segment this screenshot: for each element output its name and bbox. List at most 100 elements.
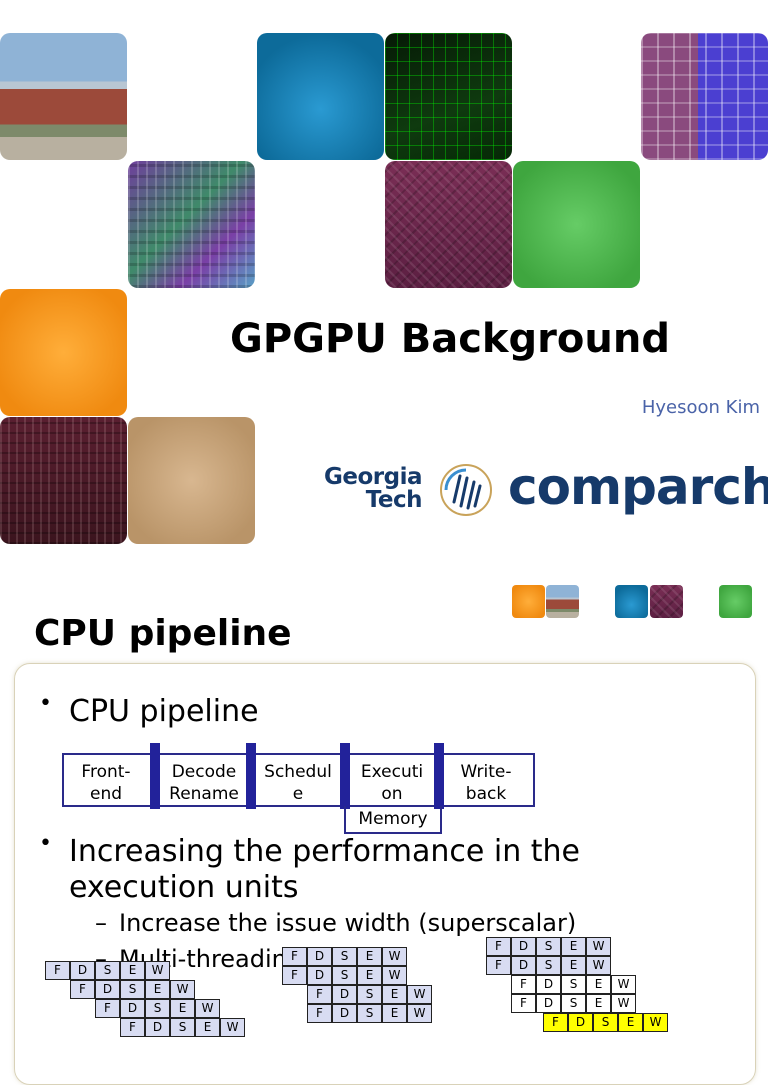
pipeline-stage-cell: W (145, 961, 170, 980)
blue-tile (257, 33, 384, 160)
purple-die-image (128, 161, 255, 288)
author-name: Hyesoon Kim (641, 397, 760, 418)
bullet-2-text: Increasing the performance in the (69, 834, 580, 869)
pipeline-stage-cell: E (586, 975, 611, 994)
mini-die-image (650, 585, 683, 618)
logo-line1: Georgia (324, 464, 423, 490)
pipeline-stage-cell: E (357, 947, 382, 966)
content-panel: • CPU pipeline • Increasing the performa… (14, 663, 756, 1085)
pipeline-stage-cell: S (332, 966, 357, 985)
pipeline-stage-cell: D (307, 947, 332, 966)
pipeline-stage-cell: D (332, 1004, 357, 1023)
orange-tile (0, 289, 127, 416)
pipeline-stage-cell: E (357, 966, 382, 985)
pipeline-stage-cell: S (536, 937, 561, 956)
pipeline-stage-cell: D (568, 1013, 593, 1032)
pipeline-stage-cell: S (145, 999, 170, 1018)
pipeline-stage-cell: F (120, 1018, 145, 1037)
stage-label-line2: on (381, 784, 403, 804)
pipeline-stage-cell: F (282, 966, 307, 985)
pipeline-stage-cell: D (511, 937, 536, 956)
bullet-dot-1: • (39, 691, 52, 716)
pipeline-stage-cell: D (536, 994, 561, 1013)
memory-box: Memory (344, 806, 442, 834)
comparch-logo-text: comparch (508, 458, 768, 516)
stage-label-line2: back (465, 784, 507, 804)
pipeline-stage-cell: F (543, 1013, 568, 1032)
stage-schedule: Schedul e (256, 761, 340, 805)
green-die-image (385, 33, 512, 160)
stage-label-line1: Front- (81, 762, 131, 782)
mini-orange-tile (512, 585, 545, 618)
pipeline-stage-cell: F (282, 947, 307, 966)
subbullet-1-text: Increase the issue width (superscalar) (119, 909, 577, 937)
pipeline-stage-cell: E (382, 1004, 407, 1023)
stage-label-line1: Executi (360, 762, 424, 782)
pipeline-stage-cell: F (511, 994, 536, 1013)
pipeline-stage-cell: F (511, 975, 536, 994)
pipeline-stage-cell: F (70, 980, 95, 999)
pipeline-stage-cell: S (561, 994, 586, 1013)
pipeline-stage-cell: W (220, 1018, 245, 1037)
pipeline-stage-cell: E (382, 985, 407, 1004)
maroon-die-image (385, 161, 512, 288)
pipeline-stage-cell: S (95, 961, 120, 980)
stage-execution: Executi on (350, 761, 434, 805)
stage-label-line2: Rename (169, 784, 239, 804)
pipeline-stage-cell: F (307, 985, 332, 1004)
logo-line2: Tech (365, 487, 423, 513)
tan-tile (128, 417, 255, 544)
pipeline-stage-cell: E (561, 956, 586, 975)
pipeline-stage-cell: W (382, 966, 407, 985)
pipeline-stage-cell: W (611, 975, 636, 994)
pipeline-stage-cell: D (70, 961, 95, 980)
pipeline-stage-cell: S (170, 1018, 195, 1037)
stage-label-line1: Decode (171, 762, 237, 782)
pipeline-stage-cell: S (593, 1013, 618, 1032)
pipeline-stage-cell: D (307, 966, 332, 985)
pipeline-stage-cell: E (618, 1013, 643, 1032)
pipeline-stage-cell: S (357, 985, 382, 1004)
pipeline-stage-cell: W (407, 1004, 432, 1023)
pipeline-stage-cell: W (382, 947, 407, 966)
pipeline-stage-cell: E (586, 994, 611, 1013)
stage-frontend: Front- end (64, 761, 148, 805)
pipeline-latch (434, 743, 444, 809)
mini-green-tile (719, 585, 752, 618)
pipeline-latch (246, 743, 256, 809)
pipeline-latch (150, 743, 160, 809)
pipeline-stage-cell: S (561, 975, 586, 994)
pipeline-stage-cell: W (407, 985, 432, 1004)
pipeline-stage-cell: S (332, 947, 357, 966)
georgia-tech-logo: Georgia Tech (298, 464, 423, 513)
stage-label-line1: Schedul (264, 762, 332, 782)
title-slide: GPGPU Background Hyesoon Kim Georgia Tec… (0, 33, 768, 544)
stage-label-line1: Write- (460, 762, 512, 782)
pipeline-stage-cell: W (611, 994, 636, 1013)
stage-decode: Decode Rename (162, 761, 246, 805)
pipeline-latch (340, 743, 350, 809)
mini-blue-tile (615, 585, 648, 618)
pipeline-stage-cell: E (561, 937, 586, 956)
pipeline-stage-cell: D (511, 956, 536, 975)
pipeline-stage-cell: W (170, 980, 195, 999)
green-tile (513, 161, 640, 288)
comparch-mark-icon (440, 464, 492, 516)
pipeline-stage-cell: E (120, 961, 145, 980)
pipeline-stage-cell: F (486, 937, 511, 956)
pipeline-stage-cell: S (120, 980, 145, 999)
pipeline-stage-cell: D (95, 980, 120, 999)
pipeline-stage-cell: S (357, 1004, 382, 1023)
pipeline-stage-cell: F (45, 961, 70, 980)
dark-die-image (0, 417, 127, 544)
campus-photo (0, 33, 127, 160)
pipeline-stage-cell: F (307, 1004, 332, 1023)
pipeline-stage-cell: W (195, 999, 220, 1018)
content-slide: CPU pipeline • CPU pipeline • Increasing… (0, 575, 768, 1085)
pipeline-stage-cell: F (95, 999, 120, 1018)
bullet-1-text: CPU pipeline (69, 694, 259, 729)
slide2-title: CPU pipeline (34, 613, 292, 654)
pipeline-stage-cell: W (586, 956, 611, 975)
pipeline-stage-cell: S (536, 956, 561, 975)
blue-die-image (641, 33, 768, 160)
